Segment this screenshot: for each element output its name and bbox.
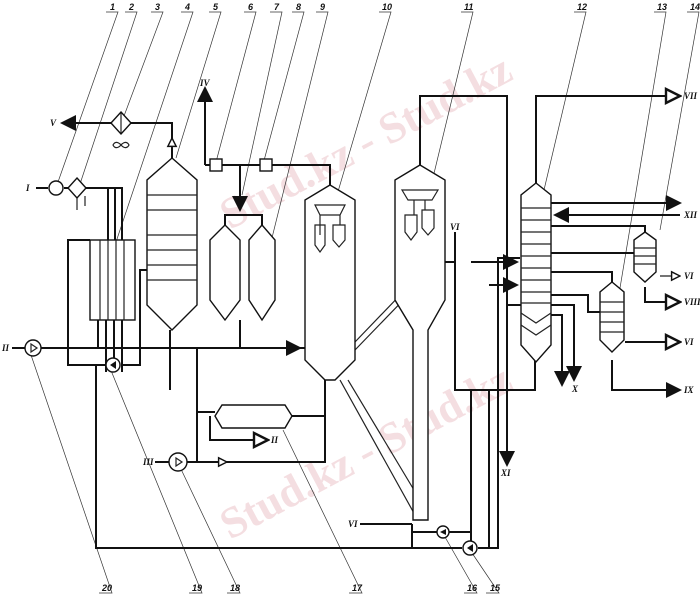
svg-text:XII: XII — [683, 210, 698, 220]
svg-text:IX: IX — [683, 385, 695, 395]
vessel-11 — [394, 164, 446, 521]
svg-text:III: III — [142, 457, 154, 467]
heat-exchanger-2 — [67, 176, 87, 200]
pump-20 — [24, 339, 42, 357]
svg-text:VI: VI — [684, 271, 694, 281]
svg-text:12: 12 — [577, 2, 587, 12]
svg-text:VI: VI — [348, 519, 358, 529]
svg-text:10: 10 — [382, 2, 392, 12]
svg-text:14: 14 — [690, 2, 700, 12]
svg-text:6: 6 — [248, 2, 254, 12]
svg-text:V: V — [50, 118, 57, 128]
equipment — [24, 110, 657, 556]
svg-text:XI: XI — [500, 468, 511, 478]
svg-text:X: X — [571, 384, 579, 394]
reactor-9b — [248, 223, 276, 322]
stripper-13 — [599, 281, 625, 353]
stripper-14 — [633, 231, 657, 283]
svg-text:VIII: VIII — [684, 297, 700, 307]
svg-text:9: 9 — [320, 2, 325, 12]
pipelines — [12, 86, 682, 549]
svg-text:Stud.kz - Stud.kz: Stud.kz - Stud.kz — [212, 44, 520, 239]
svg-text:19: 19 — [192, 583, 202, 593]
svg-text:5: 5 — [213, 2, 219, 12]
svg-text:4: 4 — [184, 2, 190, 12]
pump-1 — [48, 180, 64, 196]
pump-18 — [168, 452, 188, 472]
svg-text:17: 17 — [352, 583, 363, 593]
svg-text:II: II — [270, 435, 279, 445]
heat-exchanger-17 — [214, 404, 293, 429]
svg-text:16: 16 — [467, 583, 478, 593]
svg-text:Stud.kz - Stud.kz: Stud.kz - Stud.kz — [212, 354, 520, 549]
fan-icon — [112, 113, 130, 149]
leader-lines — [29, 11, 700, 594]
svg-text:IV: IV — [199, 78, 211, 88]
svg-text:II: II — [1, 343, 10, 353]
svg-text:11: 11 — [464, 2, 473, 12]
svg-text:8: 8 — [296, 2, 301, 12]
svg-text:13: 13 — [657, 2, 667, 12]
svg-text:VI: VI — [450, 222, 460, 232]
svg-text:2: 2 — [128, 2, 134, 12]
svg-text:3: 3 — [155, 2, 160, 12]
valve-box-6 — [209, 158, 223, 172]
regenerator-column-4 — [146, 157, 198, 331]
svg-text:I: I — [25, 183, 30, 193]
svg-text:VII: VII — [684, 91, 698, 101]
reactor-10 — [304, 184, 356, 381]
reactor-9a — [209, 224, 241, 322]
svg-text:18: 18 — [230, 583, 240, 593]
fractionating-column-12 — [520, 182, 552, 364]
svg-text:15: 15 — [490, 583, 501, 593]
svg-text:1: 1 — [110, 2, 115, 12]
svg-text:20: 20 — [101, 583, 112, 593]
svg-text:7: 7 — [274, 2, 280, 12]
valve-box-7 — [259, 158, 273, 172]
furnace-5 — [89, 239, 136, 321]
stream-labels: I II II III IV V VI VI VI VI VII VIII IX… — [1, 78, 700, 529]
equipment-labels: 1 2 3 4 5 6 7 8 9 10 11 12 13 14 15 16 1… — [101, 2, 700, 593]
svg-text:VI: VI — [684, 337, 694, 347]
